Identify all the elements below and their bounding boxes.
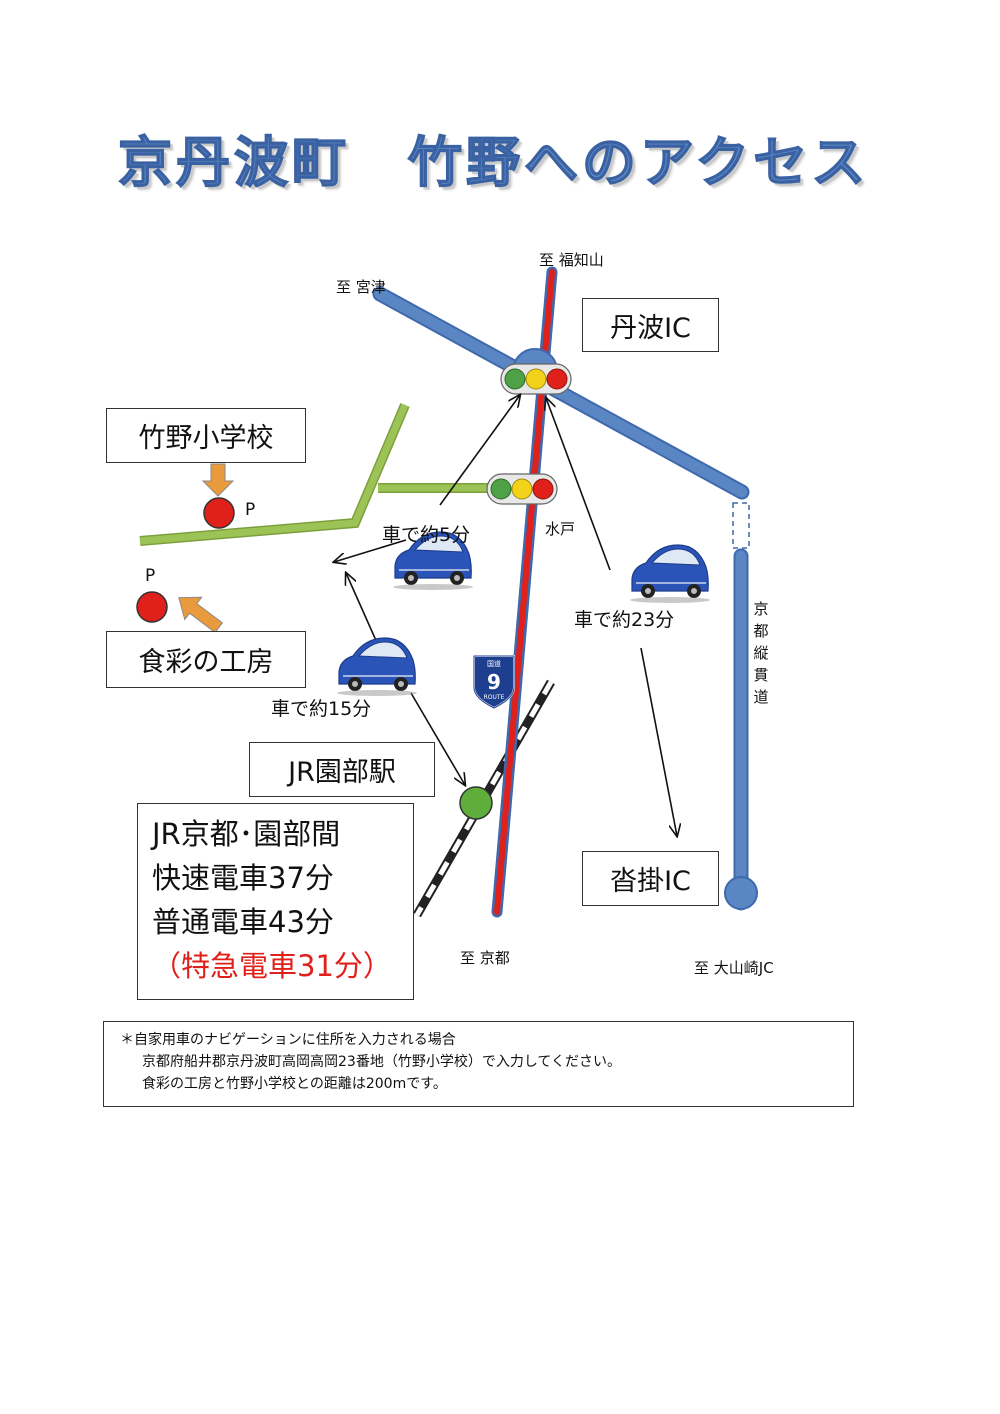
jr-sonobe-station-marker: [459, 786, 493, 820]
takeno-school-box: 竹野小学校: [106, 408, 306, 463]
page-title: 京丹波町 竹野へのアクセス: [117, 130, 870, 195]
route-shield-bottom: ROUTE: [484, 694, 505, 701]
traffic-light-icon: [500, 363, 572, 395]
jr-info-limited-express: （特急電車31分）: [152, 949, 392, 983]
takeno-school-marker: [203, 497, 235, 529]
mito-label: 水戸: [545, 520, 576, 538]
kyoto-jukan-road-label: 京都縦貫道: [753, 600, 769, 706]
jr-info-line: 普通電車43分: [152, 905, 334, 939]
time-car-5min: 車で約5分: [382, 524, 471, 546]
parking-label-school: P: [245, 500, 256, 520]
note-line: 京都府船井郡京丹波町高岡高岡23番地（竹野小学校）で入力してください。: [142, 1054, 621, 1070]
shokusai-kobo-box: 食彩の工房: [106, 631, 306, 688]
route-shield-top: 国道: [487, 659, 501, 668]
jr-info-line: 快速電車37分: [152, 861, 334, 895]
orange-arrow-icon: [201, 463, 235, 497]
jr-sonobe-box: JR園部駅: [249, 742, 435, 797]
note-line: 食彩の工房と竹野小学校との距離は200mです。: [142, 1076, 447, 1092]
route-9-shield-icon: 国道 9 ROUTE: [473, 655, 515, 710]
local-road: [139, 403, 490, 546]
direction-kyoto: 至 京都: [460, 949, 510, 967]
car-icon: [336, 637, 418, 697]
kutsukake-ic-junction: [724, 876, 758, 910]
traffic-light-icon: [486, 473, 558, 505]
note-line: ＊自家用車のナビゲーションに住所を入力される場合: [120, 1032, 456, 1048]
kutsukake-ic-box: 沓掛IC: [582, 851, 719, 906]
direction-oyamazaki: 至 大山崎JC: [694, 959, 774, 977]
tamba-ic-box: 丹波IC: [582, 298, 719, 352]
route-arrows: [334, 395, 677, 836]
jr-info-line: JR京都･園部間: [152, 817, 341, 851]
shokusai-kobo-marker: [136, 591, 168, 623]
jr-info-box: JR京都･園部間 快速電車37分 普通電車43分 （特急電車31分）: [137, 803, 414, 1000]
direction-fukuchiyama: 至 福知山: [539, 251, 604, 269]
direction-miyazu: 至 宮津: [336, 278, 386, 296]
parking-label-kobo: P: [145, 566, 156, 586]
time-car-15min: 車で約15分: [271, 698, 372, 720]
time-car-23min: 車で約23分: [574, 609, 675, 631]
car-icon: [629, 544, 711, 604]
orange-arrow-icon: [178, 596, 224, 634]
navigation-note: ＊自家用車のナビゲーションに住所を入力される場合 京都府船井郡京丹波町高岡高岡2…: [103, 1021, 854, 1107]
route-shield-number: 9: [487, 670, 501, 694]
